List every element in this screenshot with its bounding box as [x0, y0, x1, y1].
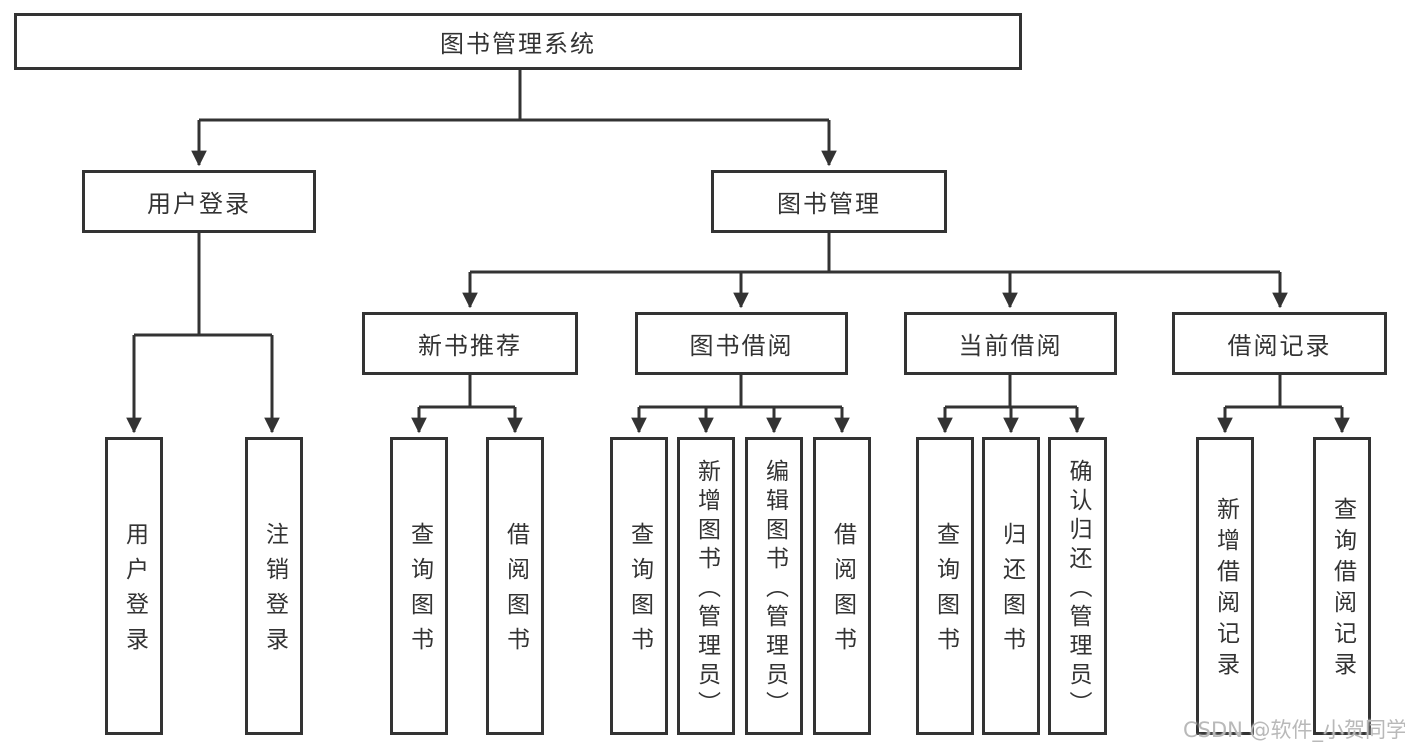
- node-root: 图书管理系统: [14, 13, 1022, 70]
- leaf-bb-query-books-label: 查询图书: [626, 522, 653, 662]
- leaf-bb-add-books-label: 新增图书（管理员）: [693, 458, 720, 720]
- leaf-cb-query-books-label: 查询图书: [932, 522, 959, 662]
- node-current-borrowing: 当前借阅: [904, 312, 1117, 375]
- leaf-bb-borrow-books-label: 借阅图书: [829, 522, 856, 662]
- leaf-br-add-record: 新增借阅记录: [1196, 437, 1254, 735]
- node-borrowing-records: 借阅记录: [1172, 312, 1387, 375]
- leaf-logout: 注销登录: [245, 437, 303, 735]
- leaf-nbr-query-books: 查询图书: [390, 437, 448, 735]
- node-new-book-recommendation: 新书推荐: [362, 312, 578, 375]
- leaf-br-query-record-label: 查询借阅记录: [1329, 497, 1356, 683]
- leaf-nbr-borrow-books: 借阅图书: [486, 437, 544, 735]
- leaf-cb-query-books: 查询图书: [916, 437, 974, 735]
- watermark-text: CSDN @软件_小贺同学: [1183, 718, 1405, 742]
- leaf-bb-edit-books: 编辑图书（管理员）: [745, 437, 803, 735]
- node-book-management: 图书管理: [711, 170, 947, 233]
- leaf-logout-label: 注销登录: [261, 522, 288, 662]
- leaf-user-login: 用户登录: [105, 437, 163, 735]
- leaf-bb-edit-books-label: 编辑图书（管理员）: [761, 458, 788, 720]
- leaf-cb-confirm-return: 确认归还（管理员）: [1048, 437, 1107, 735]
- leaf-br-add-record-label: 新增借阅记录: [1212, 497, 1239, 683]
- leaf-nbr-borrow-books-label: 借阅图书: [502, 522, 529, 662]
- node-user-login: 用户登录: [82, 170, 316, 233]
- leaf-cb-confirm-return-label: 确认归还（管理员）: [1065, 458, 1091, 720]
- node-book-borrowing: 图书借阅: [635, 312, 848, 375]
- leaf-br-query-record: 查询借阅记录: [1313, 437, 1371, 735]
- leaf-bb-borrow-books: 借阅图书: [813, 437, 871, 735]
- leaf-cb-return-books-label: 归还图书: [998, 522, 1025, 662]
- leaf-nbr-query-books-label: 查询图书: [406, 522, 433, 662]
- leaf-cb-return-books: 归还图书: [982, 437, 1040, 735]
- leaf-bb-query-books: 查询图书: [610, 437, 668, 735]
- leaf-user-login-label: 用户登录: [121, 522, 148, 662]
- leaf-bb-add-books: 新增图书（管理员）: [677, 437, 735, 735]
